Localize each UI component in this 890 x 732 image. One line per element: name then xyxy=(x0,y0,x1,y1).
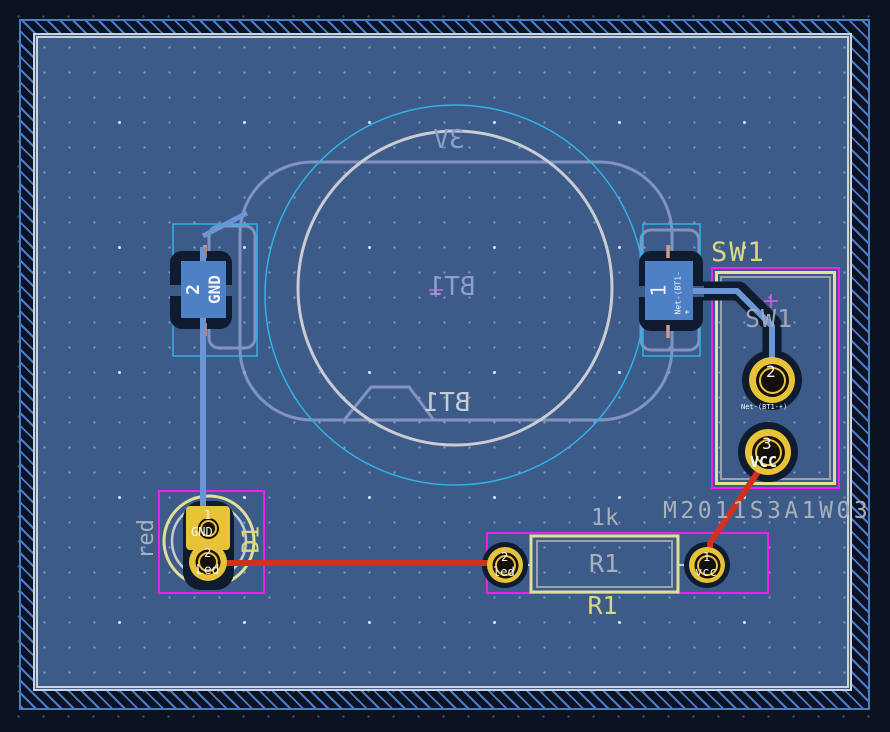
r1-pad-left-net: led xyxy=(493,565,515,579)
r1-pad-right[interactable] xyxy=(689,547,725,583)
d1-pad2[interactable] xyxy=(189,543,227,581)
bt1-reference-fab-label[interactable]: BT1 xyxy=(428,272,476,302)
d1-pad1-hole xyxy=(199,519,217,537)
anchor-crosses xyxy=(429,283,778,308)
r1-pad-left-hole xyxy=(494,554,516,576)
d1-pad2-number: 2 xyxy=(204,546,212,560)
sw1-pad2[interactable] xyxy=(749,357,795,403)
pad-number: 1 xyxy=(646,284,671,297)
d1-pad2-hole xyxy=(198,552,218,572)
bt1-pad2-text: 2 GND xyxy=(181,261,226,318)
r1-reference-fab-label[interactable]: R1 xyxy=(588,549,620,578)
sw1-courtyard[interactable] xyxy=(711,267,840,489)
r1-pad-right-hole xyxy=(696,554,718,576)
pad-net: Net-(BT1-+ xyxy=(673,271,692,315)
sw1-pad3-net: VCC xyxy=(750,453,778,471)
track-bcu-bt1-to-sw1[interactable] xyxy=(690,288,775,380)
d1-pad1-number: 1 xyxy=(204,508,212,522)
r1-reference-silk-label[interactable]: R1 xyxy=(587,591,618,620)
r1-fab-body xyxy=(536,540,673,588)
d1-pad2-net: Led xyxy=(196,563,220,578)
bt1-silk-circle xyxy=(296,129,614,447)
d1-pad1-net: GND xyxy=(191,525,213,539)
sw1-pad2-hole xyxy=(758,366,786,394)
d1-reference-label[interactable]: D1 xyxy=(238,525,265,554)
spoke xyxy=(224,285,234,296)
bt1-value-label[interactable]: 3V xyxy=(433,125,465,155)
r1-value-label[interactable]: 1k xyxy=(591,505,619,531)
bt1-reference-silk-label[interactable]: BT1 xyxy=(423,388,471,418)
sw1-pad3[interactable] xyxy=(745,429,791,475)
sw1-pad3-hole xyxy=(754,438,782,466)
r1-pad-right-number: 1 xyxy=(703,550,711,564)
bt1-pad1-text: 1 Net-(BT1-+ xyxy=(645,261,693,320)
r1-pad-left-number: 2 xyxy=(501,550,509,564)
bt1-fab-notch xyxy=(343,385,435,420)
spoke xyxy=(166,285,182,296)
d1-courtyard[interactable] xyxy=(158,490,265,594)
r1-pad-left[interactable] xyxy=(487,547,523,583)
spoke xyxy=(635,286,647,297)
sw1-reference-silk-label[interactable]: SW1 xyxy=(711,237,766,268)
sw1-pad2-number: 2 xyxy=(766,362,776,381)
d1-pad1[interactable] xyxy=(186,506,230,550)
r1-silk-body xyxy=(529,534,680,594)
sw1-reference-fab-label[interactable]: SW1 xyxy=(745,304,794,333)
sw1-silk-outline xyxy=(715,271,836,485)
sw1-value-label[interactable]: M2011S3A1W03 xyxy=(663,498,872,524)
bt1-pad1[interactable]: 1 Net-(BT1-+ xyxy=(645,261,693,320)
sw1-pad3-number: 3 xyxy=(762,434,772,453)
d1-value-label[interactable]: red xyxy=(134,519,159,559)
track-bcu-gnd-stub[interactable] xyxy=(201,210,249,239)
r1-pad-right-net: vcc xyxy=(695,565,717,579)
sw1-pad2-net: Net-(BT1-+) xyxy=(741,403,788,411)
bt1-pad2[interactable]: 2 GND xyxy=(181,261,226,318)
pad-number: 2 xyxy=(183,284,204,295)
pad-net: GND xyxy=(205,275,224,304)
